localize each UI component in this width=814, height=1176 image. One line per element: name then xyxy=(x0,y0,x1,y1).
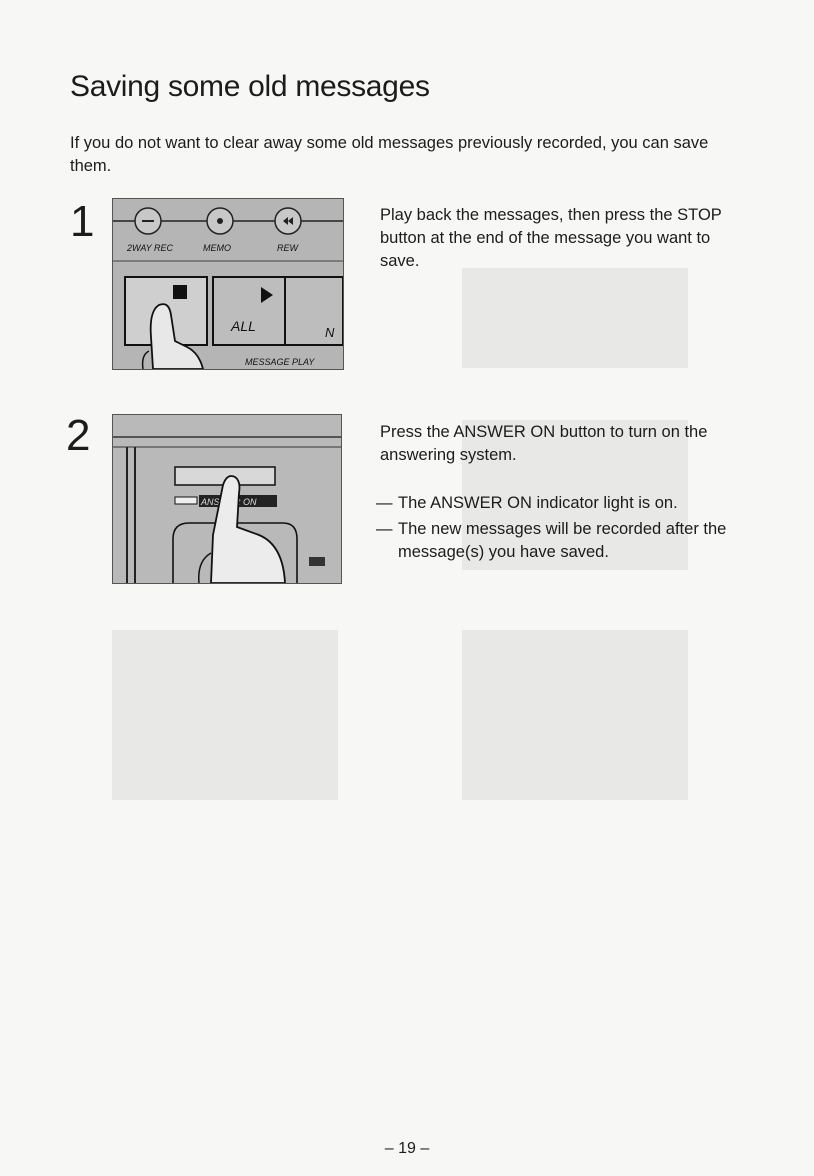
list-item: —The new messages will be recorded after… xyxy=(376,520,727,561)
bullet-text: The new messages will be recorded after … xyxy=(398,520,727,561)
panel-label-2way-rec: 2WAY REC xyxy=(126,243,174,253)
bleed-through-image xyxy=(462,268,688,368)
panel-label-message-play: MESSAGE PLAY xyxy=(245,357,315,367)
page-title: Saving some old messages xyxy=(70,70,430,103)
list-item: —The ANSWER ON indicator light is on. xyxy=(376,494,678,512)
bullet-text: The ANSWER ON indicator light is on. xyxy=(398,494,678,512)
intro-text: If you do not want to clear away some ol… xyxy=(70,134,709,175)
step-2-bullets: —The ANSWER ON indicator light is on. —T… xyxy=(376,492,736,564)
step-2-illustration: ANSWER ON xyxy=(112,414,342,584)
step-1-text: Play back the messages, then press the S… xyxy=(380,206,722,270)
bleed-through-image xyxy=(462,420,688,570)
page-number: – 19 – xyxy=(384,1140,430,1157)
bleed-through-image xyxy=(112,630,338,800)
answer-on-button-illustration: ANSWER ON xyxy=(113,415,341,583)
step-1-illustration: 2WAY REC MEMO REW ALL N MESSAGE PLAY xyxy=(112,198,344,370)
panel-label-rew: REW xyxy=(277,243,300,253)
panel-label-all: ALL xyxy=(230,318,256,334)
bleed-through-image xyxy=(462,630,688,800)
panel-label-memo: MEMO xyxy=(203,243,231,253)
step-2-text: Press the ANSWER ON button to turn on th… xyxy=(380,423,708,464)
panel-label-n: N xyxy=(325,325,335,340)
stop-button-illustration: 2WAY REC MEMO REW ALL N MESSAGE PLAY xyxy=(113,199,343,369)
step-number: 1 xyxy=(70,197,95,246)
step-number: 2 xyxy=(66,411,91,460)
